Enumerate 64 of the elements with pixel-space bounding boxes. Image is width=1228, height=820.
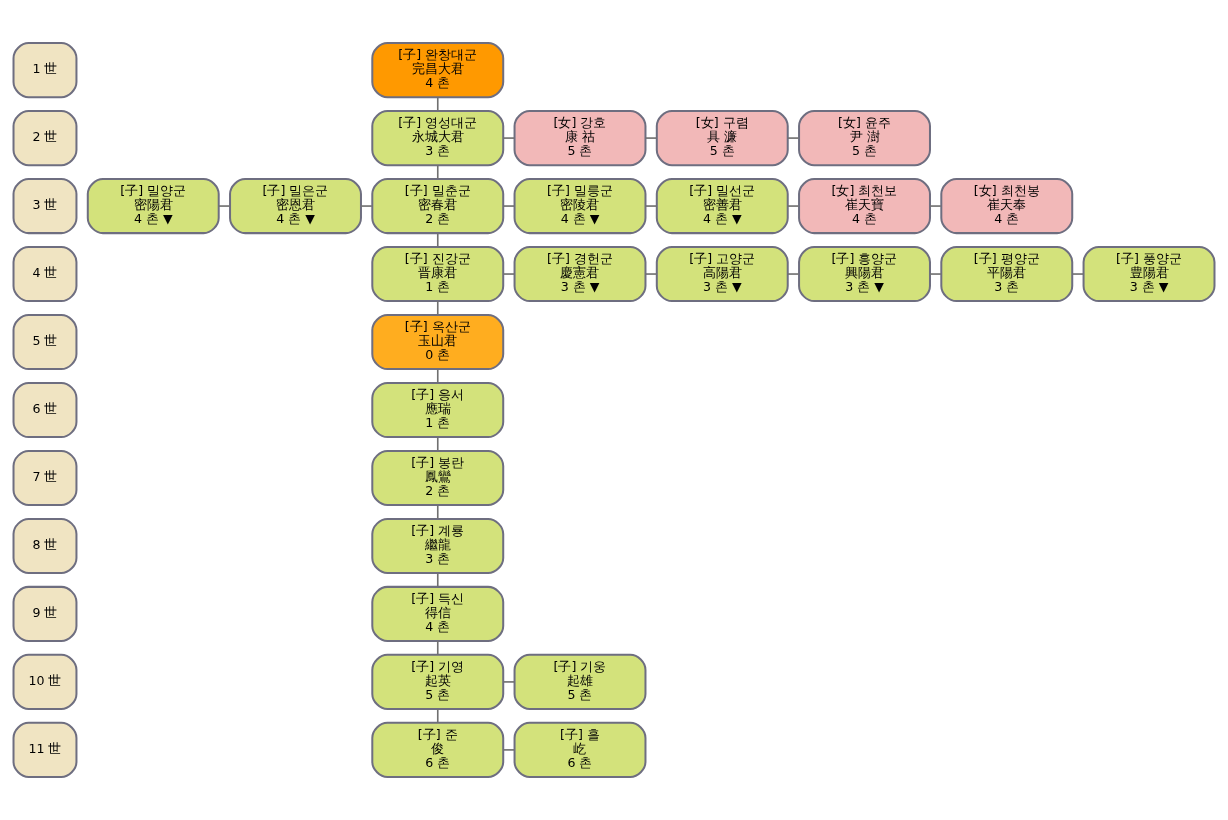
node-box: [女] 최천봉 崔天奉 4 촌 — [940, 178, 1074, 235]
node-box: 11 世 — [12, 721, 78, 778]
node-box: 5 世 — [12, 313, 78, 371]
node-box: [子] 득신 得信 4 촌 — [371, 585, 505, 642]
node-box: [子] 기웅 起雄 5 촌 — [513, 653, 647, 710]
node-box: [女] 윤주 尹 澍 5 촌 — [798, 110, 931, 167]
node-box: 7 世 — [12, 449, 78, 507]
connector — [787, 273, 800, 275]
connector — [502, 205, 515, 207]
node-box: [子] 흘 屹 6 촌 — [513, 721, 647, 778]
connector — [436, 504, 439, 520]
node-box: [子] 계룡 繼龍 3 촌 — [371, 517, 505, 575]
node-box: [子] 준 俊 6 촌 — [371, 721, 505, 778]
node-box: [子] 밀춘군 密春君 2 촌 — [371, 178, 505, 235]
connector — [929, 273, 942, 275]
node-box: [女] 강호 康 祜 5 촌 — [513, 110, 647, 167]
connector — [502, 273, 515, 275]
node-box: 10 世 — [12, 653, 78, 710]
node-box: [子] 응서 應瑞 1 촌 — [371, 381, 505, 439]
connector — [436, 300, 439, 316]
connector — [502, 137, 515, 139]
connector — [436, 368, 439, 384]
node-box: 8 世 — [12, 517, 78, 575]
node-box: 6 世 — [12, 381, 78, 439]
node-box: [女] 구렴 具 濂 5 촌 — [655, 110, 789, 167]
node-box: 4 世 — [12, 245, 78, 303]
connector — [644, 205, 658, 207]
node-box: 1 世 — [12, 42, 78, 99]
connector — [929, 205, 942, 207]
connector — [787, 137, 800, 139]
connector — [436, 708, 439, 724]
node-box: [子] 밀릉군 密陵君 4 촌 ▼ — [513, 178, 647, 235]
connector — [436, 572, 439, 588]
node-box: 3 世 — [12, 178, 78, 235]
connector — [436, 164, 439, 180]
connector — [436, 436, 439, 452]
node-box: [女] 최천보 崔天寶 4 촌 — [798, 178, 931, 235]
node-box: [子] 풍양군 豊陽君 3 촌 ▼ — [1082, 245, 1216, 303]
node-box: [子] 봉란 鳳鸞 2 촌 — [371, 449, 505, 507]
node-box: [子] 진강군 晋康君 1 촌 — [371, 245, 505, 303]
connector — [360, 205, 373, 207]
node-box: 2 世 — [12, 110, 78, 167]
node-box: [子] 밀은군 密恩君 4 촌 ▼ — [229, 178, 362, 235]
connector — [218, 205, 231, 207]
node-box: [子] 기영 起英 5 촌 — [371, 653, 505, 710]
node-box: [子] 밀선군 密善君 4 촌 ▼ — [655, 178, 789, 235]
node-box: [子] 밀양군 密陽君 4 촌 ▼ — [86, 178, 220, 235]
connector — [787, 205, 800, 207]
node-box: [子] 옥산군 玉山君 0 촌 — [371, 313, 505, 371]
node-box: [子] 평양군 平陽君 3 촌 — [940, 245, 1074, 303]
connector — [502, 681, 515, 683]
connector — [436, 96, 439, 112]
connector — [502, 749, 515, 751]
node-box: [子] 고양군 高陽君 3 촌 ▼ — [655, 245, 789, 303]
connector — [436, 640, 439, 656]
node-box: [子] 영성대군 永城大君 3 촌 — [371, 110, 505, 167]
node-box: [子] 흥양군 興陽君 3 촌 ▼ — [798, 245, 931, 303]
node-box: [子] 경헌군 慶憲君 3 촌 ▼ — [513, 245, 647, 303]
connector — [1071, 273, 1084, 275]
connector — [644, 273, 658, 275]
node-box: [子] 완창대군 完昌大君 4 촌 — [371, 42, 505, 99]
connector — [436, 232, 439, 248]
connector — [644, 137, 658, 139]
node-box: 9 世 — [12, 585, 78, 642]
